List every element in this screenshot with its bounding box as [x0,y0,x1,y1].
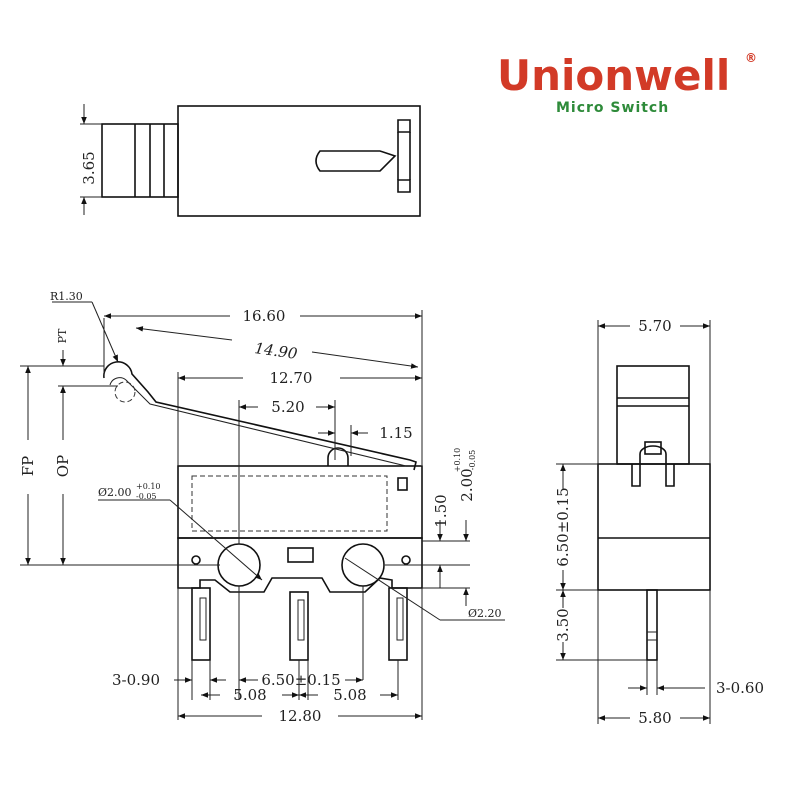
top-view-height-dim: 3.65 [80,151,98,184]
op-label: OP [54,455,72,477]
registered-mark: ® [745,51,757,65]
front-view-inner-outline [191,475,388,532]
hole-tol-lower: -0.05 [136,492,157,501]
dim-base-length: 12.80 [279,707,322,725]
dim-hole-height-2-upper: +0.10 [453,448,462,473]
terminal-pin-1 [191,587,211,661]
terminal-pin-3 [388,587,408,661]
top-view-body [177,105,421,217]
pt-label: PT [56,328,69,343]
top-view: 3.65 [80,104,421,217]
dim-hole-height-2-lower: -0.05 [468,450,477,471]
front-view: 16.60 14.90 12.70 5.20 1.15 R1.30 PT [19,290,505,725]
terminal-pin-2 [289,591,309,661]
brand-logo: Unionwell ® Micro Switch [497,51,757,116]
dim-lever-length: 16.60 [243,307,286,325]
dim-side-pin-width: 3-0.60 [716,679,764,697]
dim-base-width: 5.80 [638,709,671,727]
side-view: 5.70 6.50±0.15 3.50 3-0.60 5.80 [554,317,764,727]
dim-actuator-offset: 1.15 [379,424,412,442]
dim-hole-height: 1.50 [432,494,450,527]
dim-pin-pitch-left: 5.08 [233,686,266,704]
center-slot [287,547,314,563]
roller-lever [103,361,417,471]
dim-pin-length: 3.50 [554,608,572,641]
brand-name: Unionwell [497,51,730,100]
top-view-lever-tip [315,150,397,172]
mounting-hole-left [217,543,261,587]
fp-label: FP [19,456,37,477]
hole-diameter-label: Ø2.00 [98,486,132,499]
top-view-actuator-block [101,123,179,198]
hole-tol-upper: +0.10 [136,482,161,491]
dim-hole-height-2: 2.00 [458,468,476,501]
dim-lever-length-2: 14.90 [253,339,298,363]
radius-label: R1.30 [50,290,83,303]
dim-pin-width: 3-0.90 [112,671,160,689]
dim-body-length: 12.70 [270,369,313,387]
actuator-button [327,447,349,466]
dim-hole-pitch: 6.50±0.15 [261,671,340,689]
side-view-lever-cap [616,365,690,465]
dim-top-width: 5.70 [638,317,671,335]
front-view-body [177,465,423,539]
brand-tagline: Micro Switch [556,100,669,116]
dim-pin-pitch-right: 5.08 [333,686,366,704]
dim-hole-offset: 5.20 [271,398,304,416]
side-view-actuator [631,445,675,487]
dim-side-body-height: 6.50±0.15 [554,487,572,566]
hole-diameter-2: Ø2.20 [468,607,502,620]
side-view-body [597,463,711,591]
side-view-pin [646,589,658,661]
